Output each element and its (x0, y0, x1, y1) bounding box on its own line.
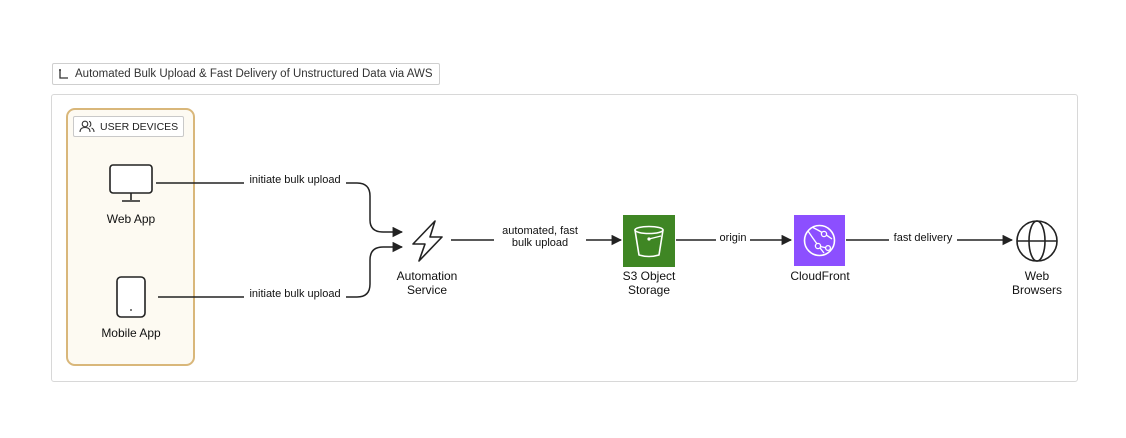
user-devices-group-label: USER DEVICES (73, 116, 185, 137)
users-icon (79, 120, 95, 133)
cloudfront-icon (794, 215, 845, 266)
diagram-title: Automated Bulk Upload & Fast Delivery of… (52, 63, 440, 85)
user-devices-group (66, 108, 195, 366)
diagram-title-text: Automated Bulk Upload & Fast Delivery of… (75, 68, 433, 80)
edge-label-origin: origin (716, 232, 750, 244)
edge-web-to-automation (156, 182, 404, 238)
monitor-icon (109, 164, 153, 202)
cloudfront-label: CloudFront (790, 269, 850, 283)
mobile-phone-icon (116, 276, 146, 318)
edge-label-mobile-upload: initiate bulk upload (244, 288, 346, 300)
s3-bucket-icon (623, 215, 675, 267)
web-app-label: Web App (106, 212, 156, 226)
user-devices-label-text: USER DEVICES (100, 120, 179, 133)
mobile-app-label: Mobile App (101, 326, 161, 340)
edge-label-automated-upload: automated, fast bulk upload (494, 225, 586, 249)
edge-label-web-upload: initiate bulk upload (244, 174, 346, 186)
diagram-title-icon (59, 69, 68, 79)
edge-label-fast-delivery: fast delivery (889, 232, 957, 244)
automation-service-label: Automation Service (396, 269, 458, 297)
globe-icon (1016, 220, 1058, 262)
lightning-bolt-icon (412, 220, 443, 262)
s3-storage-label: S3 Object Storage (622, 269, 676, 297)
edge-mobile-to-automation (158, 241, 404, 298)
web-browsers-label: Web Browsers (1011, 269, 1062, 297)
